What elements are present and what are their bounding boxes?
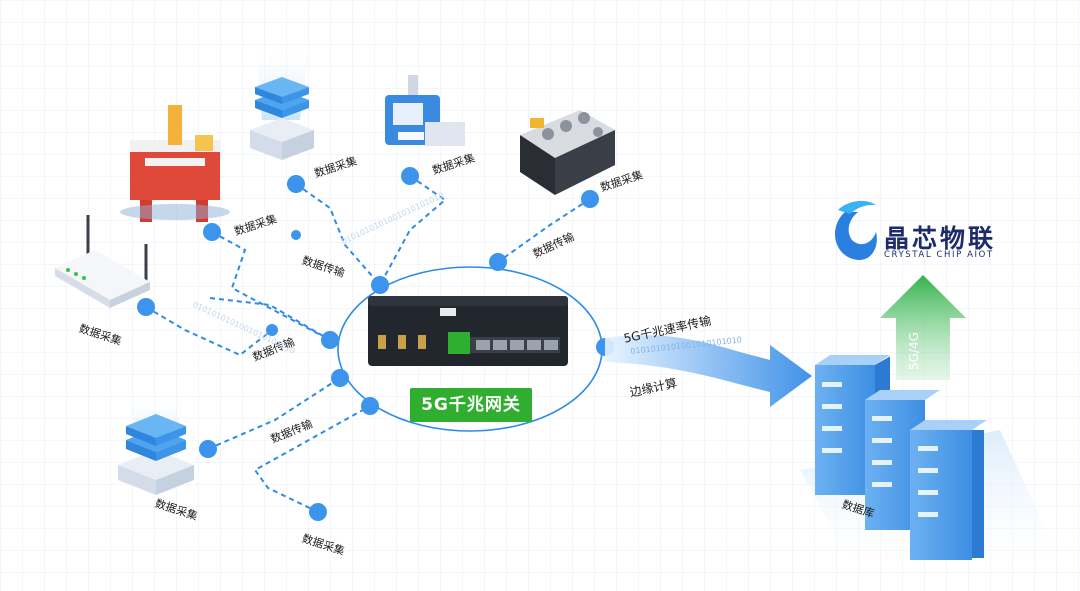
dot-bottom	[309, 503, 327, 521]
dot-ring-e	[361, 397, 379, 415]
dot-ring-d	[331, 369, 349, 387]
link-router-b	[209, 297, 331, 341]
link-router	[145, 306, 273, 357]
dot-oil-rig	[203, 223, 221, 241]
printer-illustration	[385, 75, 465, 146]
dot-ring-c	[321, 331, 339, 349]
uplink-flow-ribbon	[605, 335, 812, 407]
dot-ring-a	[371, 276, 389, 294]
logo-name-en: CRYSTAL CHIP AIOT	[884, 250, 994, 260]
dot-mid-1	[266, 324, 278, 336]
upload-arrow	[880, 275, 966, 380]
link-printer	[379, 175, 447, 286]
link-server-bottom	[207, 377, 341, 450]
dot-engine	[581, 190, 599, 208]
server-stack-top-illustration	[250, 45, 314, 160]
dot-ring-b	[489, 253, 507, 271]
dot-server-bottom	[199, 440, 217, 458]
connection-lines	[145, 175, 591, 513]
logo-name-cn: 晶芯物联	[884, 224, 997, 253]
dot-router	[137, 298, 155, 316]
link-oil-rig	[211, 231, 331, 341]
oil-rig-illustration	[120, 105, 230, 222]
server-stack-bottom-illustration	[118, 395, 194, 495]
gateway-label: 5G千兆网关	[410, 388, 532, 422]
dot-mid-2	[291, 230, 301, 240]
gateway-device	[368, 296, 568, 366]
link-server-top	[295, 183, 381, 286]
dot-printer	[401, 167, 419, 185]
database-servers-illustration	[815, 355, 987, 560]
upward-label: 5G/4G	[907, 332, 921, 370]
router-illustration	[55, 215, 150, 308]
engine-illustration	[520, 110, 615, 195]
link-engine	[497, 198, 591, 263]
logo-mark-icon	[834, 200, 877, 260]
link-bottom	[253, 405, 371, 513]
dot-server-top	[287, 175, 305, 193]
